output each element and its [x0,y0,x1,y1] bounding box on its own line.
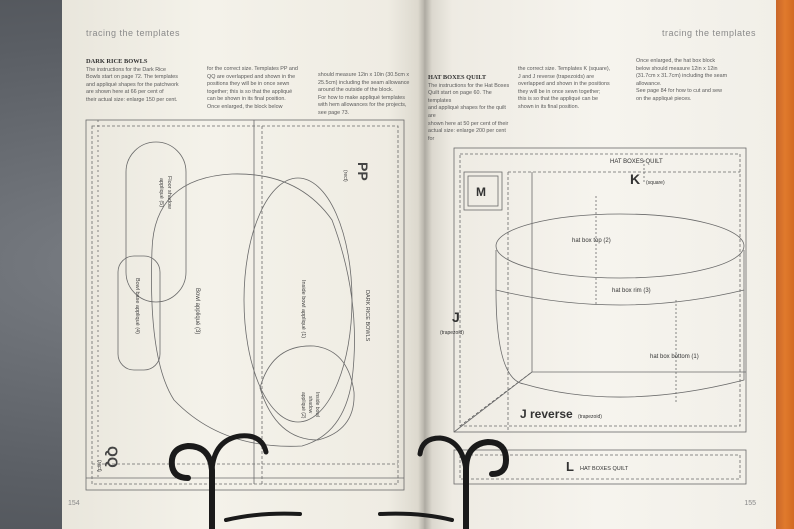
k-note: (square) [646,180,665,186]
quilt-seam-line [459,153,741,427]
text-line: should measure 12in x 10in (30.5cm x [318,72,410,78]
text-line: Quilt start on page 60. The templates [428,90,492,104]
inside-shadow-label-2: shadow [307,396,313,414]
inside-bowl-label: Inside bowl appliqué (1) [300,280,306,338]
left-page-number: 154 [68,500,80,507]
right-text-column-2: the correct size. Templates K (square), … [518,66,622,112]
text-line: positions they will be in once sewn [207,81,290,88]
right-page-number: 155 [744,500,756,507]
hat-boxes-diagram: HAT BOXES QUILT M K (square) hat box top… [440,147,747,485]
text-line: For how to make appliqué templates [318,94,405,101]
inside-shadow-label-3: appliqué (2) [300,392,306,419]
m-square-inner [467,175,499,207]
seam-line [91,125,399,485]
block-outline [85,119,405,491]
text-line: Bowls start on page 72. The templates [86,74,178,81]
right-text-column-3: Once enlarged, the hat box block below s… [636,58,742,104]
text-line: 25.5cm) including the seam allowance [318,79,410,86]
qq-label: QQ [105,446,121,468]
bowl-label: Bowl appliqué (3) [194,288,200,334]
text-line: the correct size. Templates K (square), [518,66,611,72]
left-text-column-1: DARK RICE BOWLS The instructions for the… [86,58,188,105]
text-line: and appliqué shapes for the quilt are [428,105,506,119]
text-line: allowance. [636,80,662,87]
bowl-base-label: Bowl base appliqué (4) [134,278,140,334]
text-line: See page 84 for how to cut and sew [636,88,723,95]
text-line: around the outside of the block. [318,87,394,94]
text-line: Once enlarged, the hat box block [636,58,716,64]
floor-shadow-shape [125,141,187,303]
orange-book-edge [776,0,794,529]
hat-box-top-label: hat box top (2) [572,238,611,244]
hat-box-bottom-shape [495,289,745,398]
text-line: and appliqué shapes for the patchwork [86,81,179,88]
inside-shadow-shape [259,345,355,441]
k-label: K [630,171,640,187]
text-line: they will be in once sewn together; [518,88,601,95]
quilt-title-label: HAT BOXES QUILT [610,159,663,165]
text-line: are shown here at 66 per cent of [86,89,164,96]
j-reverse-label: J reverse [520,407,573,421]
right-text-column-1: HAT BOXES QUILT The instructions for the… [428,74,510,143]
left-page-header: tracing the templates [86,28,181,38]
floor-shadow-label-1: Floor shadow [166,176,172,209]
quilt-outline [453,147,747,433]
dark-rice-bowls-diagram: PP (rect) QQ (rect) Floor shadow appliqu… [85,119,405,491]
inside-shadow-label-1: Inside bowl [314,392,320,417]
text-line: Once enlarged, the block below [207,103,283,110]
text-line: see page 73. [318,109,350,116]
book-gutter-shadow [418,0,432,529]
text-line: for the correct size. Templates PP and [207,66,298,72]
pp-note: (rect) [342,170,348,182]
left-page: tracing the templates DARK RICE BOWLS Th… [62,0,424,529]
inside-bowl-shape [243,177,353,423]
text-line: this is so that the appliqué can be [518,96,599,103]
left-column-title: DARK RICE BOWLS [86,58,148,65]
j-diagonal [453,371,533,433]
pp-label: PP [355,162,371,181]
l-title-label: HAT BOXES QUILT [580,466,629,472]
text-line: below should measure 12in x 12in [636,65,718,72]
text-line: their actual size: enlarge 150 per cent. [86,96,178,103]
j-reverse-note: (trapezoid) [578,414,602,420]
left-text-column-2: for the correct size. Templates PP and Q… [207,66,309,112]
j-label: J [452,309,460,325]
j-note: (trapezoid) [440,330,464,336]
text-line: shown here at 50 per cent of their [428,120,509,127]
text-line: actual size: enlarge 200 per cent for [428,128,506,142]
right-page-header: tracing the templates [661,28,756,38]
bowl-base-shape [117,255,161,371]
text-line: QQ are overlapped and shown in the [207,73,296,80]
text-line: shown in its final position. [518,103,580,110]
text-line: can be shown in its final position. [207,96,286,103]
text-line: together; this is so that the appliqué [207,88,293,95]
right-column-title: HAT BOXES QUILT [428,74,487,81]
block-title-label: DARK RICE BOWLS [364,290,370,342]
hat-box-top-shape [495,213,745,279]
text-line: The instructions for the Hat Boxes [428,82,510,89]
m-square-outer [463,171,503,211]
text-line: The instructions for the Dark Rice [86,66,166,73]
text-line: J and J reverse (trapezoids) are [518,73,595,80]
l-label: L [566,459,574,474]
qq-note: (rect) [96,460,102,472]
hat-box-rim-shape [495,250,745,306]
left-text-column-3: should measure 12in x 10in (30.5cm x 25.… [318,72,418,118]
text-line: with hem allowances for the projects, [318,102,407,109]
hat-box-rim-label: hat box rim (3) [612,288,651,294]
hat-box-bottom-label: hat box bottom (1) [650,354,699,360]
bowl-shape [151,173,355,447]
floor-shadow-label-2: appliqué (5) [158,178,164,207]
right-page: tracing the templates HAT BOXES QUILT Th… [424,0,776,529]
text-line: overlapped and shown in the positions [518,81,610,88]
m-label: M [476,185,486,199]
text-line: on the appliqué pieces. [636,95,692,102]
text-line: (31.7cm x 31.7cm) including the seam [636,73,728,80]
